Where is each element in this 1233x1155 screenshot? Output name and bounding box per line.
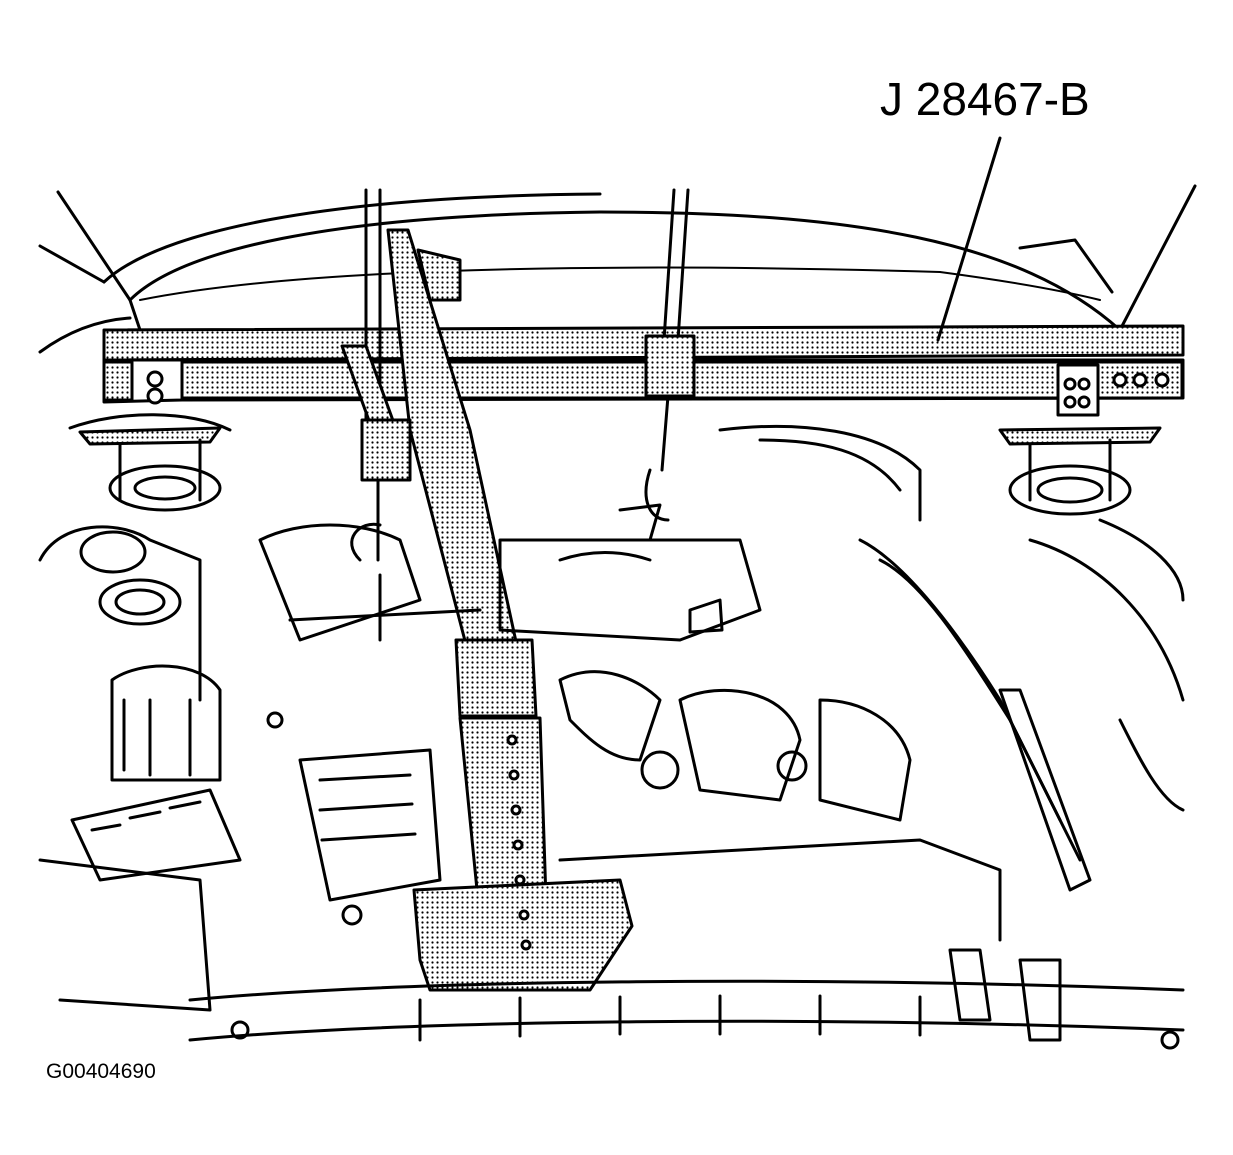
engine-components	[38, 424, 1185, 1050]
support-bar	[102, 324, 1185, 417]
right-support-foot	[998, 426, 1162, 516]
figure-id-label: G00404690	[46, 1060, 156, 1083]
left-support-foot	[68, 413, 232, 512]
lift-bracket-and-strap	[340, 228, 634, 992]
callout-leader-line	[936, 136, 1002, 342]
radiator-support	[188, 948, 1185, 1042]
lifting-rods	[364, 188, 696, 542]
tool-callout-label: J 28467-B	[880, 73, 1090, 125]
